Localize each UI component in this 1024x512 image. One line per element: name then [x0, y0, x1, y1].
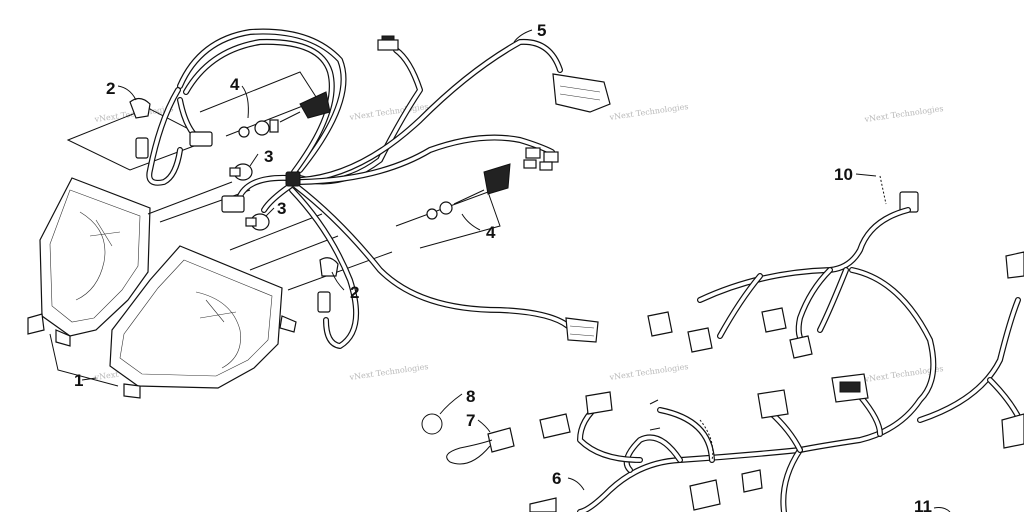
callout-5: 5	[537, 21, 546, 40]
callout-10: 10	[834, 165, 853, 184]
bulbs-and-sockets	[129, 91, 511, 277]
harness-connectors	[135, 35, 611, 343]
callout-11: 11	[914, 497, 932, 512]
callout-7: 7	[466, 411, 475, 430]
spring-part	[879, 175, 919, 213]
callout-1: 1	[74, 371, 83, 390]
watermark-text: vNext Technologies	[608, 102, 689, 122]
main-harness	[577, 207, 1023, 512]
callout-4: 4	[486, 223, 496, 242]
callout-numbers: 1 2 2 3 3 4 4 5 6 7 8 10 11	[74, 21, 932, 512]
leader-lines	[81, 29, 951, 512]
watermark-text: vNext Technologies	[608, 362, 689, 382]
headlight-left	[27, 177, 151, 347]
callout-3: 3	[277, 199, 286, 218]
clamp-and-grommet	[421, 413, 515, 465]
callout-3: 3	[264, 147, 273, 166]
watermark-text: vNext Technologies	[863, 104, 944, 124]
main-harness-connectors	[529, 251, 1024, 512]
headlight-harness	[146, 28, 571, 349]
callout-2: 2	[350, 283, 359, 302]
headlight-right	[109, 245, 297, 399]
watermark-text: vNext Technologies	[348, 362, 429, 382]
callout-6: 6	[552, 469, 561, 488]
callout-4: 4	[230, 75, 240, 94]
callout-2: 2	[106, 79, 115, 98]
callout-8: 8	[466, 387, 475, 406]
